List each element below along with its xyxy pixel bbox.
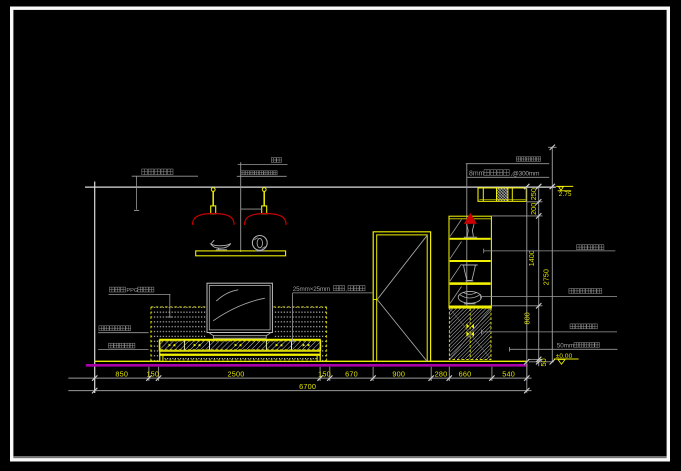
svg-text:150: 150 xyxy=(146,370,159,379)
svg-text:660: 660 xyxy=(459,370,472,379)
svg-text:540: 540 xyxy=(502,370,515,379)
svg-text:±0.00: ±0.00 xyxy=(556,353,573,360)
svg-text:900: 900 xyxy=(392,370,405,379)
svg-text:800: 800 xyxy=(523,312,532,324)
svg-text:,@300mm: ,@300mm xyxy=(511,171,541,178)
svg-text:150: 150 xyxy=(318,370,331,379)
svg-text:200: 200 xyxy=(529,203,538,215)
svg-text:2500: 2500 xyxy=(227,370,244,379)
svg-text:PPG: PPG xyxy=(126,288,138,294)
svg-text:280: 280 xyxy=(435,370,448,379)
svg-text:250: 250 xyxy=(529,188,538,200)
svg-text:2750: 2750 xyxy=(541,269,550,285)
svg-text:50: 50 xyxy=(539,358,548,366)
svg-text:,: , xyxy=(345,287,347,293)
svg-text:2.75: 2.75 xyxy=(559,191,572,198)
svg-text:1400: 1400 xyxy=(527,250,536,266)
svg-text:850: 850 xyxy=(115,370,128,379)
svg-text:25mm×25mm: 25mm×25mm xyxy=(293,286,330,293)
svg-text:6700: 6700 xyxy=(299,382,316,391)
svg-text:670: 670 xyxy=(345,370,358,379)
svg-text:8mm: 8mm xyxy=(469,171,485,178)
svg-text:50mm: 50mm xyxy=(557,342,575,349)
